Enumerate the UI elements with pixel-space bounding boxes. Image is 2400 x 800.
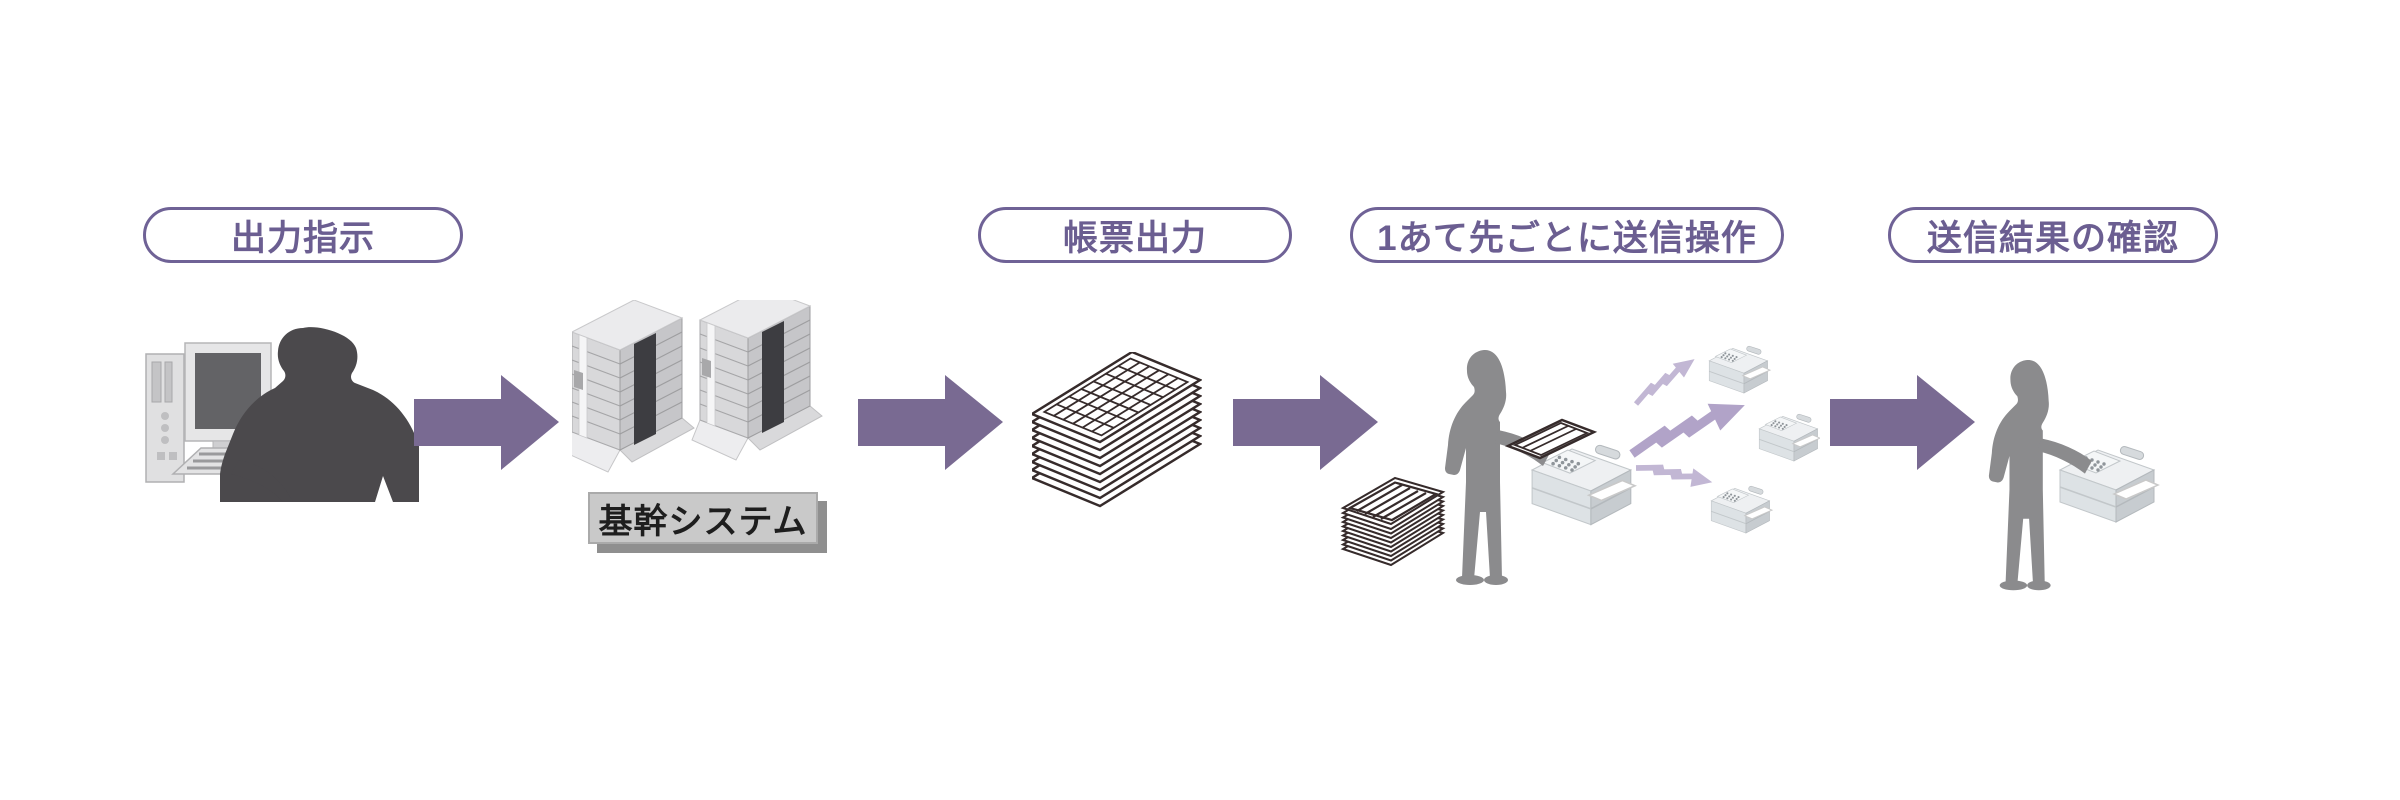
stage-label-confirm-results: 送信結果の確認 bbox=[1888, 207, 2218, 263]
operator-silhouette bbox=[1445, 349, 1550, 585]
person-checking-fax-icon bbox=[1988, 359, 2159, 591]
lightning-arrow-icon bbox=[1627, 355, 1701, 404]
flow-arrow-icon bbox=[414, 375, 559, 470]
mainframe-servers-icon bbox=[572, 300, 823, 473]
operator-broadcast-fax-icon bbox=[1340, 345, 1820, 585]
operator-silhouette bbox=[220, 327, 419, 502]
stage-label-send-per-destination: 1あて先ごとに送信操作 bbox=[1350, 207, 1784, 263]
computer-tower bbox=[145, 353, 185, 483]
held-form-sheet bbox=[1504, 418, 1598, 460]
flow-arrow-icon bbox=[1233, 375, 1378, 470]
fax-machine-icon bbox=[1708, 345, 1771, 394]
stage-label-form-output: 帳票出力 bbox=[978, 207, 1292, 263]
person-at-computer-icon bbox=[145, 327, 419, 502]
stage-label-output-instruction: 出力指示 bbox=[143, 207, 463, 263]
system-box-label: 基幹システム bbox=[588, 492, 818, 544]
flow-arrow-icon bbox=[1830, 375, 1975, 470]
fax-machine-icon bbox=[1710, 485, 1773, 534]
form-stack-icon bbox=[1032, 352, 1202, 508]
printed-form-stack bbox=[1340, 476, 1446, 567]
lightning-arrow-icon bbox=[1636, 447, 1714, 499]
lightning-arrow-icon bbox=[1626, 397, 1750, 454]
flow-arrow-icon bbox=[858, 375, 1003, 470]
fax-machine-icon bbox=[1758, 413, 1820, 462]
